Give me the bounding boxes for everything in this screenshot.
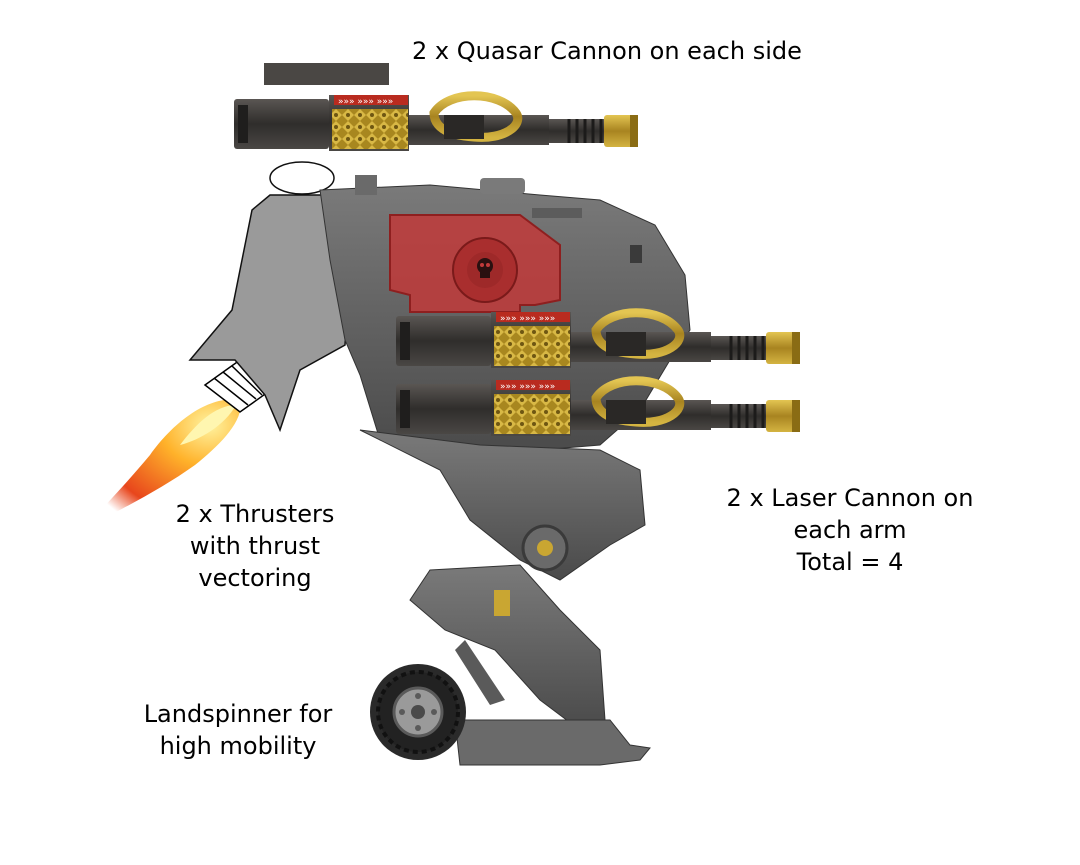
landspinner-caption-line: Landspinner for	[143, 700, 333, 728]
mech-leg	[359, 429, 651, 766]
laser-cannon-caption-line: each arm	[793, 516, 907, 544]
thrusters-caption: 2 x Thrusters with thrust vectoring	[150, 498, 360, 594]
quasar-cannon-caption: 2 x Quasar Cannon on each side	[412, 37, 802, 65]
landspinner-wheel	[370, 664, 466, 760]
quasar-cannon	[234, 63, 638, 151]
thruster-pod	[188, 161, 356, 433]
laser-cannon-caption-line: 2 x Laser Cannon on	[726, 484, 974, 512]
laser-cannon-caption: 2 x Laser Cannon on each arm Total = 4	[700, 482, 1000, 578]
flame-icon	[85, 399, 241, 528]
red-armor-plate	[389, 214, 561, 313]
thrusters-caption-line: vectoring	[198, 564, 312, 592]
skull-emblem-icon	[477, 258, 493, 278]
landspinner-caption: Landspinner for high mobility	[128, 698, 348, 762]
laser-cannon-caption-line: Total = 4	[796, 548, 904, 576]
thrusters-caption-line: with thrust	[189, 532, 321, 560]
landspinner-caption-line: high mobility	[159, 732, 317, 760]
thrusters-caption-line: 2 x Thrusters	[175, 500, 335, 528]
